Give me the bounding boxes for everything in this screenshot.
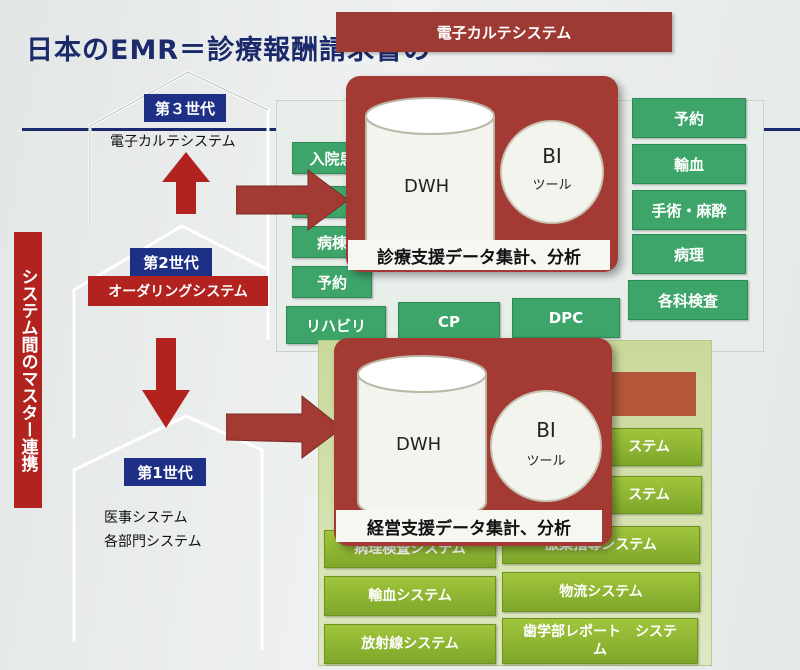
module-dpc: DPC (512, 298, 620, 338)
right-arrow-icon-top (236, 169, 349, 231)
bi-tool-circle-top: BI ツール (500, 120, 604, 224)
ops-radiology-system: 放射線システム (324, 624, 496, 664)
down-arrow-icon (142, 338, 190, 428)
up-arrow-icon (162, 152, 210, 214)
module-rehab: リハビリ (286, 306, 386, 344)
module-transfusion: 輸血 (632, 144, 746, 184)
emr-header-bar: 電子カルテシステム (336, 12, 672, 52)
dwh-label-top: DWH (404, 176, 450, 197)
gen1-text-2: 各部門システム (104, 534, 202, 550)
right-arrow-icon-bottom (226, 394, 343, 459)
ops-logistics-system: 物流システム (502, 572, 700, 612)
module-dept-tests: 各科検査 (628, 280, 748, 320)
module-cp: CP (398, 302, 500, 342)
ops-dental-report-system: 歯学部レポート システム (502, 618, 698, 664)
gen2-badge: 第2世代 (130, 248, 212, 276)
module-reservation: 予約 (632, 98, 746, 138)
ops-header-bar (604, 372, 696, 416)
gen3-text: 電子カルテシステム (110, 134, 236, 150)
gen1-text-1: 医事システム (104, 510, 188, 526)
module-reservation-left: 予約 (292, 266, 372, 298)
gen1-badge: 第1世代 (124, 458, 206, 486)
gen3-badge: 第３世代 (144, 94, 226, 122)
dwh-label-bottom: DWH (396, 434, 442, 455)
dwh-cylinder-bottom (357, 355, 487, 521)
bi-tool-circle-bottom: BI ツール (490, 390, 602, 502)
caption-top: 診療支援データ集計、分析 (348, 240, 610, 270)
caption-bottom: 経営支援データ集計、分析 (336, 510, 602, 542)
module-pathology: 病理 (632, 234, 746, 274)
master-link-label: システム間のマスター連携 (14, 232, 42, 508)
bi-label-bottom: BI (536, 418, 556, 442)
bi-label-top: BI (542, 144, 562, 168)
ops-system-right-1: ステム (596, 428, 702, 466)
ops-system-right-2: ステム (596, 476, 702, 514)
dwh-cylinder-top (365, 97, 495, 259)
gen2-ordering-label: オーダリングシステム (88, 276, 268, 306)
tool-label-bottom: ツール (526, 454, 566, 469)
tool-label-top: ツール (532, 178, 572, 193)
module-surgery-anesthesia: 手術・麻酔 (632, 190, 746, 230)
ops-transfusion-system: 輸血システム (324, 576, 496, 616)
